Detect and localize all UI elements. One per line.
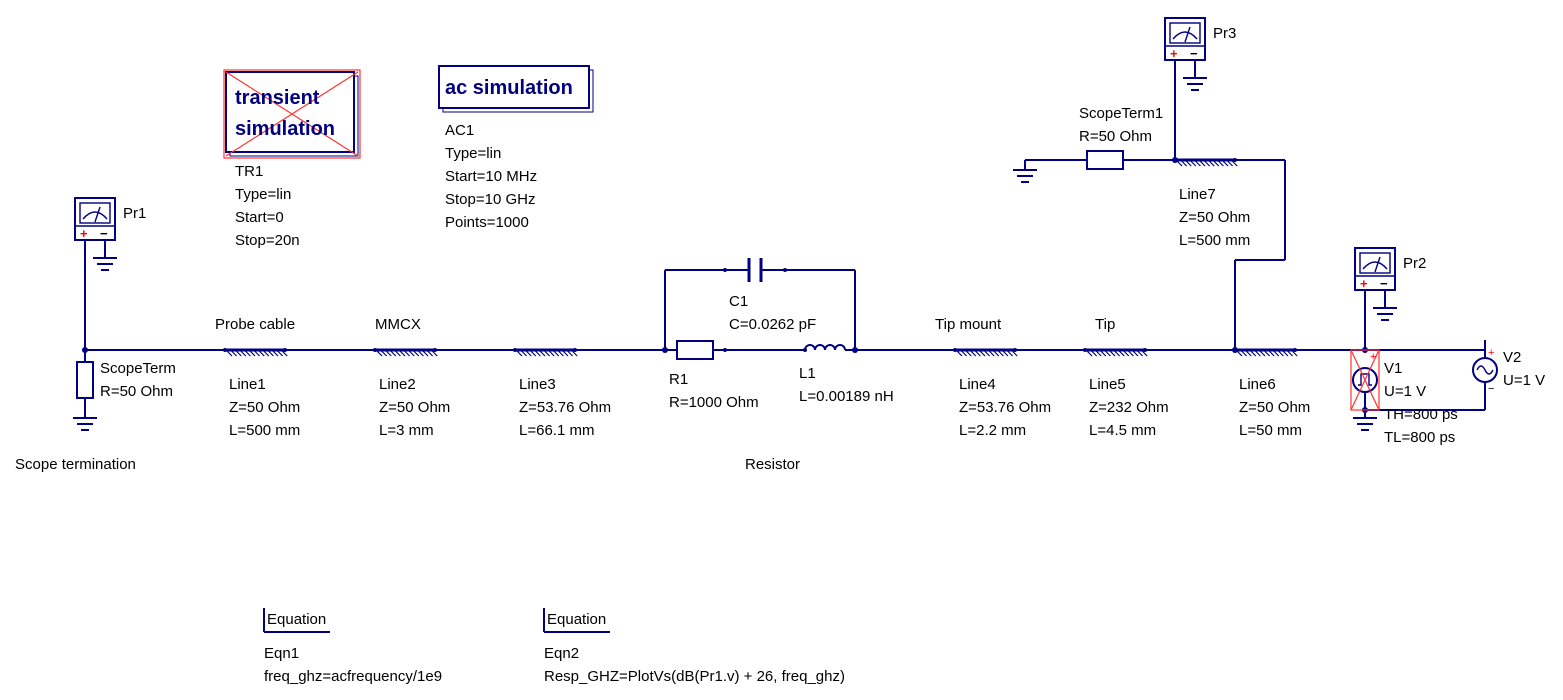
probe-pr3[interactable]: + −: [1164, 17, 1207, 91]
line6-l: L=50 mm: [1239, 422, 1302, 439]
equation-eqn2[interactable]: Equation: [543, 608, 610, 633]
eqn2-expression: Resp_GHZ=PlotVs(dB(Pr1.v) + 26, freq_ghz…: [544, 668, 845, 685]
line3-l: L=66.1 mm: [519, 422, 594, 439]
c1-name: C1: [729, 293, 748, 310]
transient-title-line1: transient: [235, 87, 320, 109]
line5-z: Z=232 Ohm: [1089, 399, 1169, 416]
eqn1-title: Equation: [267, 611, 326, 628]
line6-z: Z=50 Ohm: [1239, 399, 1310, 416]
probe-pr1[interactable]: + −: [74, 197, 117, 271]
scopeterm-name: ScopeTerm: [100, 360, 176, 377]
r1-name: R1: [669, 371, 688, 388]
v1-name: V1: [1384, 360, 1402, 377]
transmission-line-line6[interactable]: [1233, 348, 1298, 357]
v1-u: U=1 V: [1384, 383, 1426, 400]
v1-plus-sign: +: [1370, 351, 1376, 363]
v2-u: U=1 V: [1503, 372, 1545, 389]
line5-label: Tip: [1095, 316, 1115, 333]
l1-value: L=0.00189 nH: [799, 388, 894, 405]
line2-name: Line2: [379, 376, 416, 393]
pr2-label: Pr2: [1403, 255, 1426, 272]
transient-name: TR1: [235, 163, 263, 180]
equation-eqn1[interactable]: Equation: [263, 608, 330, 633]
transmission-line-line3[interactable]: [513, 348, 578, 357]
line4-label: Tip mount: [935, 316, 1002, 333]
eqn1-expression: freq_ghz=acfrequency/1e9: [264, 668, 442, 685]
probe-minus-sign: −: [1380, 276, 1388, 291]
probe-minus-sign: −: [1190, 46, 1198, 61]
ac-param: Stop=10 GHz: [445, 191, 535, 208]
probe-plus-sign: +: [1170, 46, 1178, 61]
ac-param: Start=10 MHz: [445, 168, 537, 185]
capacitor-c1[interactable]: [723, 258, 787, 282]
pr1-label: Pr1: [123, 205, 146, 222]
v1-th: TH=800 ps: [1384, 406, 1458, 423]
line1-label: Probe cable: [215, 316, 295, 333]
line1-z: Z=50 Ohm: [229, 399, 300, 416]
inductor-l1[interactable]: [803, 344, 846, 352]
line1-name: Line1: [229, 376, 266, 393]
line7-z: Z=50 Ohm: [1179, 209, 1250, 226]
line7-l: L=500 mm: [1179, 232, 1250, 249]
line5-l: L=4.5 mm: [1089, 422, 1156, 439]
v2-minus-sign: −: [1488, 383, 1494, 395]
scope-termination[interactable]: [73, 361, 97, 431]
scope-termination-1[interactable]: [1013, 150, 1135, 183]
transmission-line-line1[interactable]: [223, 348, 288, 357]
eqn1-name: Eqn1: [264, 645, 299, 662]
transient-param: Type=lin: [235, 186, 291, 203]
wires: [84, 60, 1486, 411]
ac-source-v2[interactable]: + −: [1472, 347, 1498, 395]
transmission-line-line4[interactable]: [953, 348, 1018, 357]
line2-label: MMCX: [375, 316, 421, 333]
resistor-r1[interactable]: [676, 340, 727, 360]
line5-name: Line5: [1089, 376, 1126, 393]
ac-param: Type=lin: [445, 145, 501, 162]
probe-plus-sign: +: [1360, 276, 1368, 291]
line2-z: Z=50 Ohm: [379, 399, 450, 416]
ac-name: AC1: [445, 122, 474, 139]
probe-pr2[interactable]: + −: [1354, 247, 1397, 321]
pulse-source-v1[interactable]: +: [1350, 349, 1380, 431]
r1-value: R=1000 Ohm: [669, 394, 759, 411]
line7-name: Line7: [1179, 186, 1216, 203]
transmission-line-line7[interactable]: [1173, 158, 1238, 167]
line4-l: L=2.2 mm: [959, 422, 1026, 439]
line3-name: Line3: [519, 376, 556, 393]
transient-title-line2: simulation: [235, 118, 335, 140]
scopeterm-value: R=50 Ohm: [100, 383, 173, 400]
c1-value: C=0.0262 pF: [729, 316, 816, 333]
transient-param: Stop=20n: [235, 232, 300, 249]
ac-title: ac simulation: [445, 77, 573, 99]
v2-plus-sign: +: [1488, 347, 1494, 359]
ac-param: Points=1000: [445, 214, 529, 231]
pr3-label: Pr3: [1213, 25, 1236, 42]
l1-name: L1: [799, 365, 816, 382]
transmission-lines: [223, 158, 1298, 357]
resistor-caption: Resistor: [745, 456, 800, 473]
line1-l: L=500 mm: [229, 422, 300, 439]
scopeterm1-name: ScopeTerm1: [1079, 105, 1163, 122]
transmission-line-line2[interactable]: [373, 348, 438, 357]
scopeterm-caption: Scope termination: [15, 456, 136, 473]
ac-simulation-block[interactable]: ac simulation: [438, 65, 594, 113]
line4-z: Z=53.76 Ohm: [959, 399, 1051, 416]
v2-name: V2: [1503, 349, 1521, 366]
probe-plus-sign: +: [80, 226, 88, 241]
line2-l: L=3 mm: [379, 422, 434, 439]
transmission-line-line5[interactable]: [1083, 348, 1148, 357]
eqn2-title: Equation: [547, 611, 606, 628]
eqn2-name: Eqn2: [544, 645, 579, 662]
v1-tl: TL=800 ps: [1384, 429, 1455, 446]
scopeterm1-value: R=50 Ohm: [1079, 128, 1152, 145]
probe-minus-sign: −: [100, 226, 108, 241]
transient-param: Start=0: [235, 209, 284, 226]
line4-name: Line4: [959, 376, 996, 393]
line6-name: Line6: [1239, 376, 1276, 393]
transient-simulation-block[interactable]: transient simulation: [223, 69, 361, 159]
line3-z: Z=53.76 Ohm: [519, 399, 611, 416]
